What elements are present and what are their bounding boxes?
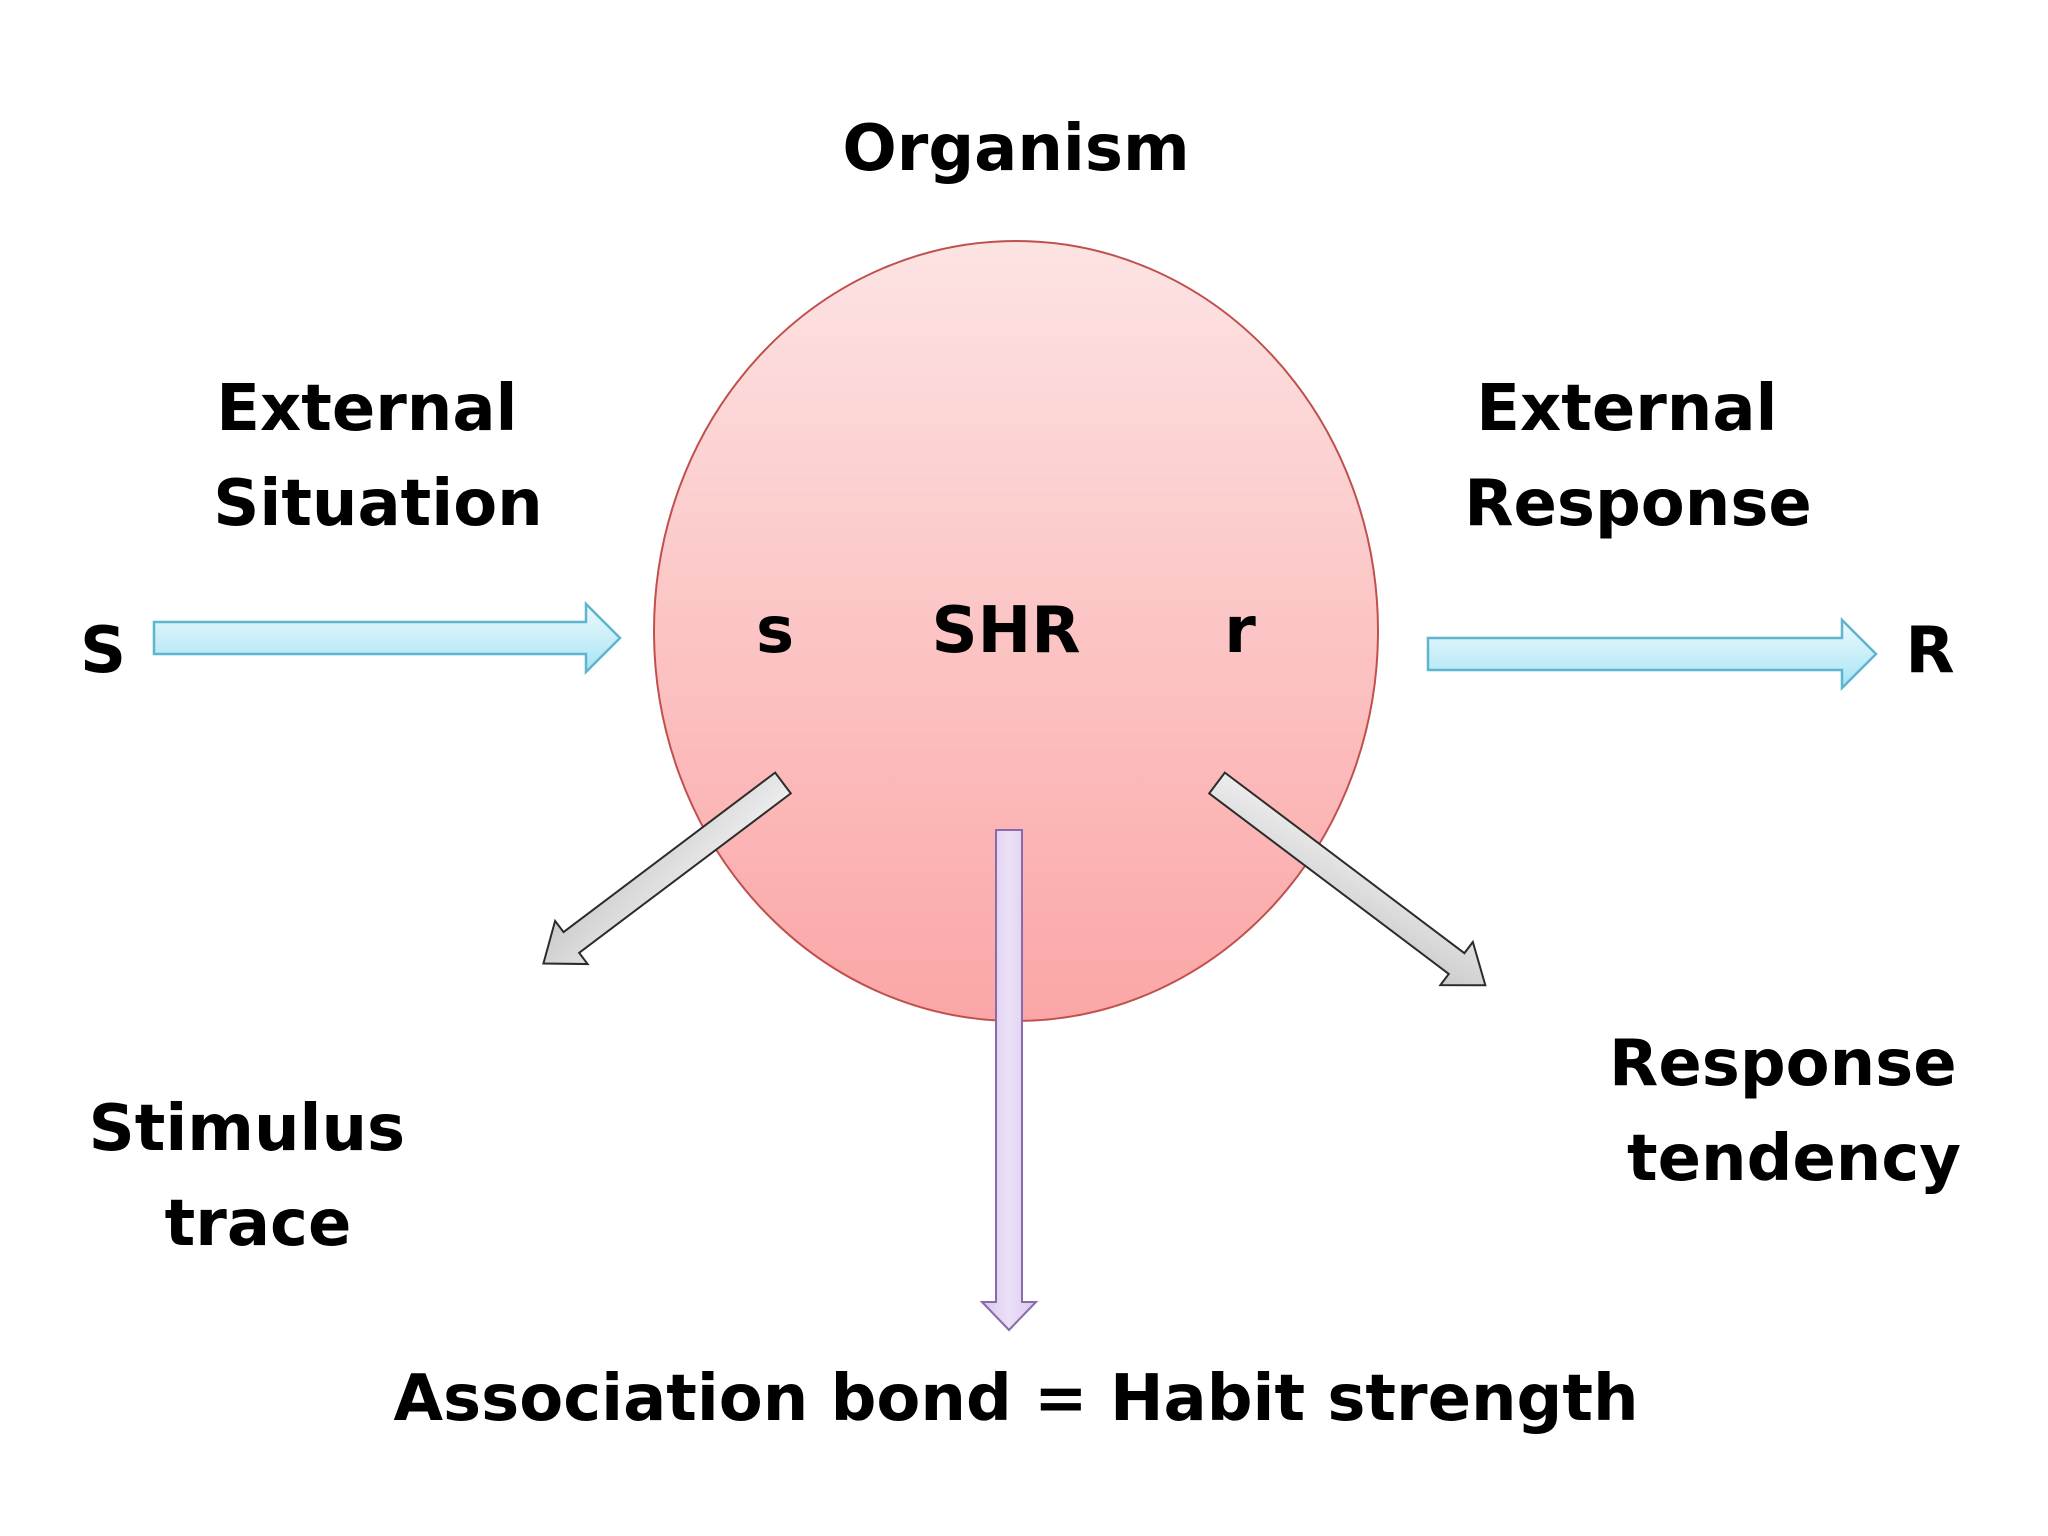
output-response-symbol: R bbox=[1905, 614, 1954, 688]
inner-bond-label: SHR bbox=[932, 594, 1081, 668]
stimulus-trace-arrow bbox=[542, 771, 793, 966]
external-situation-label: External Situation bbox=[213, 372, 542, 541]
inner-response-label: r bbox=[1224, 594, 1256, 668]
stimulus-trace-line-2: trace bbox=[165, 1187, 352, 1261]
external-response-label: External Response bbox=[1464, 372, 1812, 541]
input-stimulus-symbol: S bbox=[80, 614, 126, 688]
stimulus-trace-line-1: Stimulus bbox=[89, 1092, 405, 1166]
external-response-line-2: Response bbox=[1464, 467, 1812, 541]
response-tendency-line-2: tendency bbox=[1627, 1122, 1961, 1196]
response-tendency-label: Response tendency bbox=[1609, 1027, 1979, 1196]
organism-label: Organism bbox=[842, 112, 1189, 186]
association-bond-label: Association bond = Habit strength bbox=[394, 1362, 1639, 1436]
stimulus-input-arrow bbox=[152, 600, 622, 676]
inner-stimulus-label: s bbox=[756, 594, 794, 668]
association-bond-arrow bbox=[979, 829, 1039, 1332]
external-situation-line-2: Situation bbox=[213, 467, 542, 541]
response-output-arrow bbox=[1426, 616, 1878, 692]
response-tendency-arrow bbox=[1207, 771, 1487, 987]
external-situation-line-1: External bbox=[216, 372, 517, 446]
response-tendency-line-1: Response bbox=[1609, 1027, 1957, 1101]
external-response-line-1: External bbox=[1476, 372, 1777, 446]
stimulus-trace-label: Stimulus trace bbox=[89, 1092, 428, 1261]
